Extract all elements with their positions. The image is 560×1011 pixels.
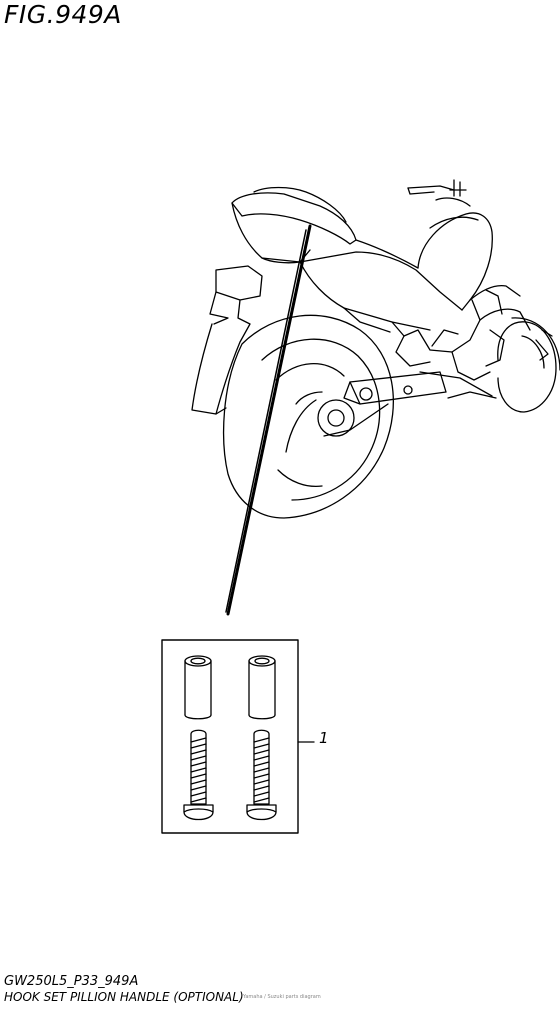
parts-box <box>161 639 299 834</box>
handlebar-outline <box>407 179 471 207</box>
figure-title: FIG.949A <box>4 0 122 29</box>
spacer-collar-left <box>184 655 212 720</box>
spacer-collar-right <box>248 655 276 720</box>
callout-number: 1 <box>319 729 329 747</box>
fuel-tank-outline <box>417 212 521 311</box>
bolt-right <box>246 729 277 821</box>
rear-wheel-outline <box>222 314 394 519</box>
footer-small-text: Yamaha / Suzuki parts diagram <box>243 994 321 1000</box>
swingarm-outline <box>323 371 447 437</box>
leader-line <box>226 224 312 616</box>
front-wheel-outline <box>497 317 560 413</box>
tail-cowl-outline <box>231 186 463 333</box>
engine-outline <box>391 289 531 399</box>
footer-code: GW250L5_P33_949A <box>4 974 139 989</box>
rear-fender-outline <box>191 265 263 415</box>
footer-caption: HOOK SET PILLION HANDLE (OPTIONAL) <box>4 990 244 1004</box>
bolt-left <box>183 729 214 821</box>
